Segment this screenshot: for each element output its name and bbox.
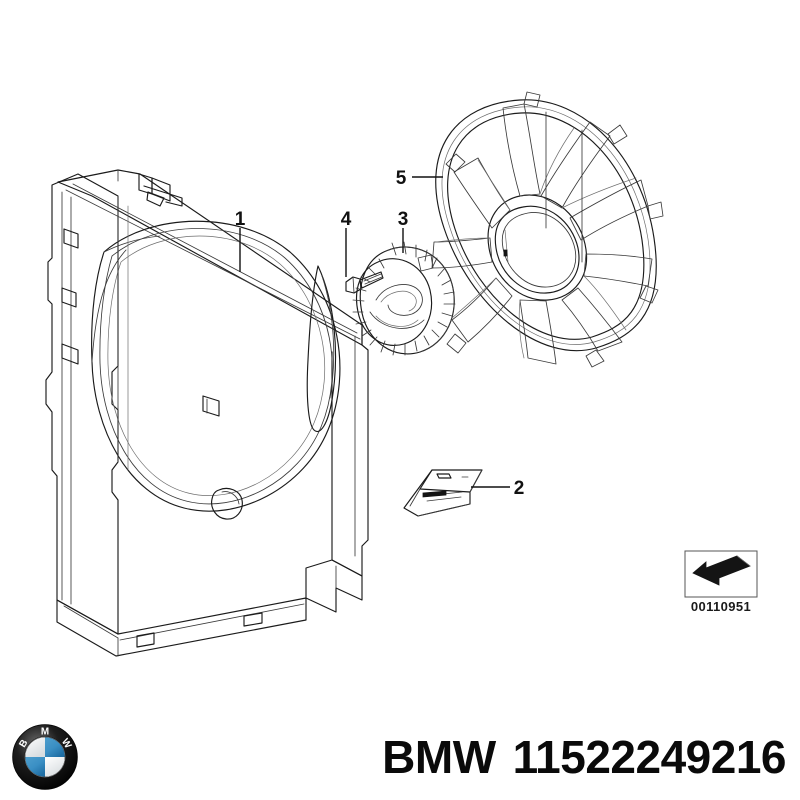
svg-text:M: M (41, 727, 49, 738)
callout-number-1: 1 (235, 209, 246, 230)
part-fan-shroud (45, 169, 369, 657)
callout-numbers: 1 2 3 4 5 (235, 168, 525, 499)
callout-number-5: 5 (396, 168, 407, 189)
callout-number-4: 4 (341, 209, 352, 230)
drawing-id-label: 00110951 (691, 599, 751, 614)
part-number-text: 11522249216 (512, 731, 787, 783)
part-bolt (345, 271, 384, 294)
svg-text:B: B (17, 738, 30, 750)
bmw-roundel-logo: B M W (12, 724, 78, 790)
callout-leaders (239, 176, 510, 488)
callout-number-3: 3 (398, 209, 409, 230)
part-retaining-clip (403, 469, 483, 517)
part-identification: BMW 11522249216 (382, 734, 786, 780)
part-cooling-fan (417, 91, 664, 368)
drawing-id-box: 00110951 (684, 550, 758, 614)
callout-number-2: 2 (514, 478, 525, 499)
brand-text: BMW (382, 731, 496, 783)
footer-bar: B M W BMW 11522249216 (0, 714, 800, 800)
part-fan-clutch (352, 241, 456, 356)
